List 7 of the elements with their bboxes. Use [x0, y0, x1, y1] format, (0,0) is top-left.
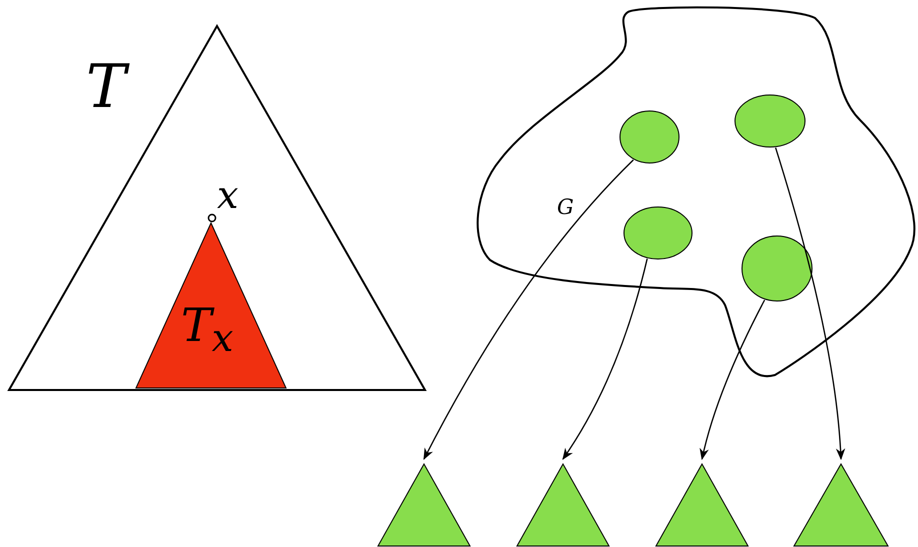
vertex-label: x: [217, 176, 238, 214]
arrow: [774, 148, 846, 460]
arrow: [700, 300, 766, 460]
subtree-label: T$_{x}$: [181, 302, 234, 359]
graph-label: G: [557, 197, 574, 218]
arrow: [423, 159, 634, 460]
arrow: [562, 258, 648, 460]
